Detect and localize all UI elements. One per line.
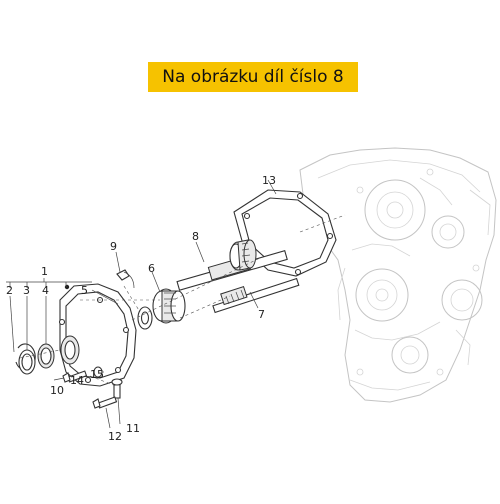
callout-13: 13	[262, 174, 276, 187]
ring-part-3	[18, 349, 36, 375]
callout-8: 8	[192, 230, 199, 243]
callout-4: 4	[42, 284, 49, 297]
bolt-part-14	[62, 370, 88, 383]
highlight-banner: Na obrázku díl číslo 8	[148, 62, 358, 92]
clip-part-9	[116, 269, 135, 289]
bolt-part-11	[111, 378, 123, 399]
gear-part-6	[152, 288, 186, 324]
callout-14: 14	[70, 374, 84, 387]
callout-10: 10	[50, 384, 64, 397]
shaft-part-8	[176, 239, 288, 291]
callout-12: 12	[108, 430, 122, 443]
callout-9: 9	[110, 240, 117, 253]
bolt-part-12	[92, 396, 118, 409]
banner-text: Na obrázku díl číslo 8	[162, 67, 344, 87]
gasket-part-13	[233, 189, 337, 277]
cover-part-1	[58, 283, 137, 387]
engine-block-outline	[299, 147, 497, 403]
callout-5: 5	[81, 284, 88, 297]
callout-labels: 1 2 3 4 5 6 7 8 9 10 11 12 13 14 15	[6, 174, 276, 443]
callout-1: 1	[41, 265, 48, 278]
leader-lines	[6, 179, 277, 429]
callout-7: 7	[258, 308, 265, 321]
callout-6: 6	[148, 262, 155, 275]
callout-11: 11	[126, 422, 140, 435]
bearing-part	[137, 306, 153, 330]
assembly-guides	[19, 214, 346, 387]
ring-part-4	[37, 343, 55, 369]
cover-marker-dot	[64, 284, 70, 290]
shaft-part-7	[212, 277, 300, 314]
callout-3: 3	[23, 284, 30, 297]
callout-15: 15	[90, 368, 104, 381]
callout-2: 2	[6, 284, 13, 297]
